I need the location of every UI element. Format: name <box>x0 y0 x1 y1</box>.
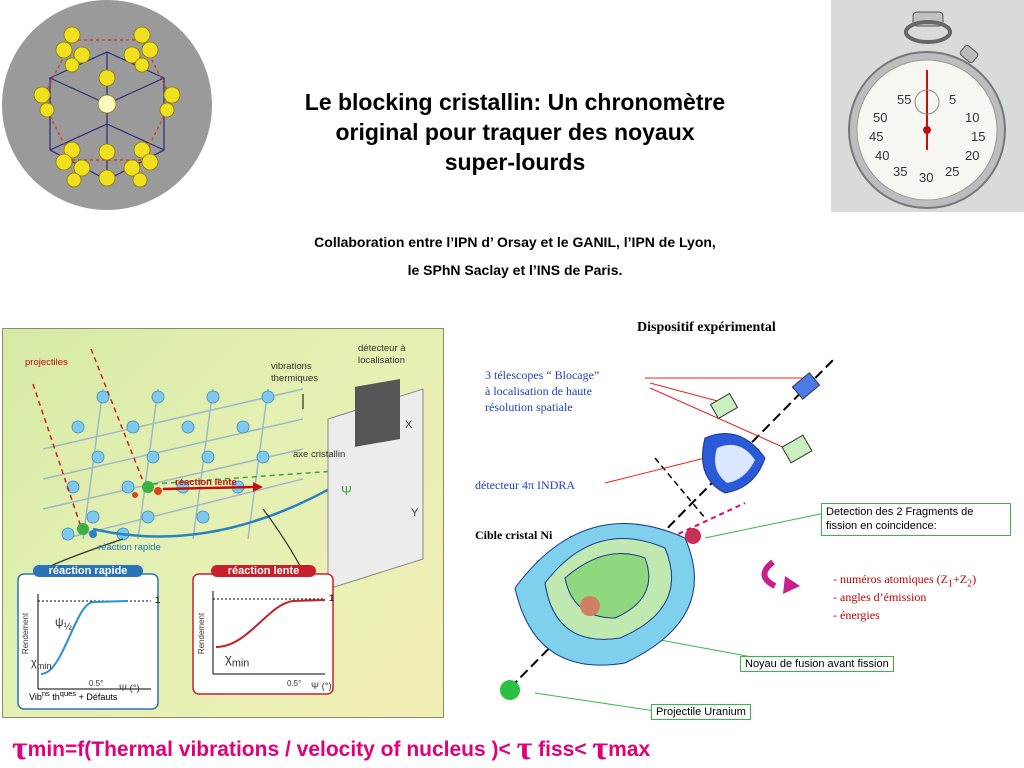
x-axis-label: X <box>405 419 413 431</box>
psi-label: Ψ <box>341 483 352 498</box>
nucleus-box: Noyau de fusion avant fission <box>740 656 894 672</box>
fast-reaction-panel-title: réaction rapide <box>33 565 143 577</box>
z1-sub: 1 <box>947 578 953 590</box>
dial-5: 5 <box>949 92 957 107</box>
page-title: Le blocking cristallin: Un chronomètre o… <box>230 88 800 178</box>
tau-symbol-2: τ <box>516 730 533 767</box>
detector-label-2: localisation <box>358 355 405 366</box>
vibrations-label-1: vibrations <box>271 361 312 372</box>
dial-50: 50 <box>873 110 888 125</box>
yield-axis-label-fast: Rendement <box>21 612 31 655</box>
projectile-box: Projectile Uranium <box>651 704 751 720</box>
crystal-lattice-image <box>2 0 212 210</box>
close-paren-text: ) <box>972 572 977 586</box>
subtitle-line-1: Collaboration entre l’IPN d’ Orsay et le… <box>314 234 716 250</box>
chi-symbol-slow: χ <box>225 651 232 666</box>
dial-55: 55 <box>897 92 912 107</box>
slow-reaction-panel-title: réaction lente <box>211 565 316 577</box>
plus-z-text: +Z <box>952 572 968 586</box>
title-line-1: Le blocking cristallin: Un chronomètre <box>304 89 726 115</box>
blocking-diagram-drawing <box>17 348 424 710</box>
psi-half-symbol: ψ <box>55 615 64 629</box>
chi-min-slow-label: χmin <box>225 651 249 670</box>
axis-label: axe cristallin <box>293 449 346 460</box>
detector-label-1: détecteur à <box>358 343 406 354</box>
indra-label: détecteur 4π INDRA <box>475 478 576 492</box>
formula-part-2: fiss< <box>532 738 593 761</box>
ns-sup: ns <box>41 689 50 698</box>
half-sub: ½ <box>63 621 72 633</box>
fast-one-label: 1 <box>155 595 161 606</box>
target-label: Cible cristal Ni <box>475 528 553 542</box>
slow-psi-axis-label: Ψ (°) <box>311 681 332 692</box>
ques-sup: ques <box>59 689 77 698</box>
bullet-atomic-numbers: - numéros atomiques (Z1+Z2) <box>833 572 976 589</box>
fast-psi-axis-label: Ψ (°) <box>119 683 140 694</box>
dial-45: 45 <box>869 129 884 144</box>
dial-15: 15 <box>971 129 986 144</box>
fast-angle-label: 0.5° <box>89 679 104 688</box>
vibrations-defects-label: Vibns thques + Défauts <box>29 689 117 702</box>
telescopes-line-2: à localisation de haute <box>485 384 592 398</box>
title-line-2: original pour traquer des noyaux <box>335 118 695 145</box>
tau-symbol-1: τ <box>12 730 28 767</box>
formula-part-1: min=f(Thermal vibrations / velocity of n… <box>27 738 517 761</box>
stopwatch-image: 55 5 50 10 45 15 40 20 35 30 25 <box>831 0 1024 212</box>
psi-half-label: ψ½ <box>55 615 72 632</box>
experimental-setup-diagram: Dispositif expérimental 3 télescopes “ B… <box>455 318 1024 728</box>
th-text: th <box>49 692 60 702</box>
stopwatch-drawing <box>848 11 1006 209</box>
dial-35: 35 <box>893 164 908 179</box>
telescopes-line-1: 3 télescopes “ Blocage” <box>485 368 600 382</box>
dial-10: 10 <box>965 110 980 125</box>
chi-min-fast-label: χmin <box>31 657 52 671</box>
bullet-energies: - énergies <box>833 608 880 622</box>
dial-25: 25 <box>945 164 960 179</box>
dial-20: 20 <box>965 148 980 163</box>
projectiles-label: projectiles <box>25 357 68 368</box>
z2-sub: 2 <box>967 578 973 590</box>
bullet-angles: - angles d’émission <box>833 590 927 604</box>
setup-heading: Dispositif expérimental <box>637 320 776 335</box>
y-axis-label: Y <box>411 507 419 519</box>
slow-one-label: 1 <box>329 593 335 604</box>
experimental-setup-drawing <box>500 357 836 712</box>
subtitle-line-2: le SPhN Saclay et l’INS de Paris. <box>407 262 623 278</box>
telescopes-line-3: résolution spatiale <box>485 400 573 414</box>
title-line-3: super-lourds <box>444 148 586 175</box>
vib-text: Vib <box>29 692 42 702</box>
slow-reaction-label: réaction lente <box>175 477 237 488</box>
crystal-lattice-drawing <box>33 26 181 188</box>
formula-part-3: max <box>608 738 651 761</box>
slow-angle-label: 0.5° <box>287 679 302 688</box>
detection-line-2: fission en coincidence: <box>826 520 937 533</box>
bullet-1-text: - numéros atomiques (Z <box>833 572 948 586</box>
chi-symbol-fast: χ <box>31 657 37 669</box>
defects-text: + Défauts <box>76 692 118 702</box>
tau-formula: τmin=f(Thermal vibrations / velocity of … <box>12 730 1012 768</box>
tau-symbol-3: τ <box>592 730 609 767</box>
collaboration-text: Collaboration entre l’IPN d’ Orsay et le… <box>240 228 790 284</box>
dial-30: 30 <box>919 170 934 185</box>
dial-40: 40 <box>875 148 890 163</box>
yield-axis-label-slow: Rendement <box>197 612 207 655</box>
fast-reaction-label: réaction rapide <box>98 542 161 553</box>
detection-box: Detection des 2 Fragments de fission en … <box>821 503 1011 536</box>
detection-line-1: Detection des 2 Fragments de <box>826 506 974 518</box>
blocking-diagram: projectiles vibrations thermiques détect… <box>2 328 444 718</box>
min-sub-fast: min <box>36 661 52 672</box>
vibrations-label-2: thermiques <box>271 373 318 384</box>
min-sub-slow: min <box>231 657 250 670</box>
